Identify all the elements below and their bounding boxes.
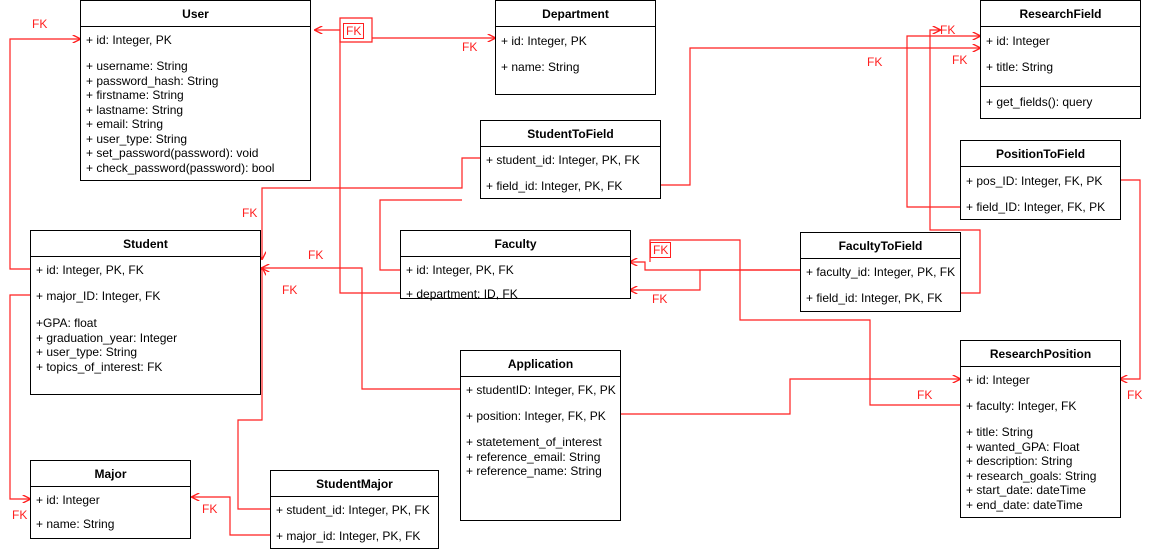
entity-student-to-field[interactable]: StudentToField + student_id: Integer, PK… [480,120,661,199]
field-row: +GPA: float [36,316,97,330]
entity-user[interactable]: User + id: Integer, PK + username: Strin… [80,0,311,181]
field-row: + graduation_year: Integer [36,330,178,345]
field-row: + studentID: Integer, FK, PK [466,383,616,397]
field-row: + id: Integer, PK [86,33,172,47]
fk-label: FK [867,55,883,69]
field-row: + end_date: dateTime [966,497,1083,512]
fk-label: FK [952,53,968,67]
field-row: + username: String [86,59,188,73]
field-row: + lastname: String [86,102,184,117]
rel-student-major [9,294,30,499]
field-row: + id: Integer, PK [501,34,587,48]
fk-label: FK [650,242,672,258]
field-row: + email: String [86,117,164,131]
field-row: + major_id: Integer, PK, FK [276,529,421,543]
entity-title: User [81,1,310,27]
entity-title: Department [496,1,655,27]
field-row: + statetement_of_interest [466,435,602,449]
field-row: + field_id: Integer, PK, FK [806,291,943,305]
fk-label: FK [940,23,956,37]
entity-fields: + id: Integer, PK + username: String + p… [81,27,310,182]
entity-major[interactable]: Major + id: Integer + name: String [30,460,191,539]
field-row: + research_goals: String [966,468,1097,483]
field-row: + start_date: dateTime [966,483,1086,497]
field-row: + student_id: Integer, PK, FK [276,503,430,517]
entity-title: Application [461,351,620,377]
field-row: + user_type: String [36,345,138,359]
entity-student[interactable]: Student + id: Integer, PK, FK + major_ID… [30,230,261,395]
field-row: + name: String [36,517,115,531]
fk-label: FK [308,248,324,262]
field-row: + department: ID, FK [406,287,518,301]
entity-research-field[interactable]: ResearchField + id: Integer + title: Str… [980,0,1141,119]
field-row: + title: String [966,425,1034,439]
entity-research-position[interactable]: ResearchPosition + id: Integer + faculty… [960,340,1121,518]
rel-ftf-faculty-2 [630,269,800,290]
field-row: + faculty_id: Integer, PK, FK [806,265,956,279]
fk-label: FK [282,283,298,297]
field-row: + field_ID: Integer, FK, PK [966,200,1106,214]
field-row: + pos_ID: Integer, FK, PK [966,174,1103,188]
rel-faculty-user-line [315,30,400,294]
entity-title: FacultyToField [801,233,960,259]
rel-ptf-position [1120,179,1141,379]
entity-department[interactable]: Department + id: Integer, PK + name: Str… [495,0,656,95]
fk-label: FK [917,388,933,402]
entity-title: ResearchPosition [961,341,1120,367]
entity-title: StudentMajor [271,471,438,497]
field-row: + id: Integer [966,373,1030,387]
field-row: + reference_name: String [466,464,602,478]
field-row: + description: String [966,454,1073,468]
entity-title: Faculty [401,231,630,257]
entity-title: StudentToField [481,121,660,147]
method-row: + get_fields(): query [986,95,1093,109]
fk-label: FK [462,40,478,54]
fk-label: FK [343,23,365,39]
entity-student-major[interactable]: StudentMajor + student_id: Integer, PK, … [270,470,439,549]
field-row: + student_id: Integer, PK, FK [486,153,640,167]
fk-label: FK [202,502,218,516]
field-row: + password_hash: String [86,73,219,88]
field-row: + firstname: String [86,88,184,102]
field-row: + id: Integer [986,34,1050,48]
field-row: + set_password(password): void [86,146,259,160]
entity-title: Major [31,461,190,487]
fk-label: FK [32,17,48,31]
field-row: + wanted_GPA: Float [966,439,1080,454]
entity-faculty-to-field[interactable]: FacultyToField + faculty_id: Integer, PK… [800,232,961,312]
entity-title: Student [31,231,260,257]
field-row: + reference_email: String [466,449,601,464]
field-row: + user_type: String [86,131,188,146]
field-row: + position: Integer, FK, PK [466,409,606,423]
field-row: + check_password(password): bool [86,160,275,175]
entity-title: PositionToField [961,141,1120,167]
fk-label: FK [242,206,258,220]
field-row: + field_id: Integer, PK, FK [486,179,623,193]
fk-label: FK [652,292,668,306]
rel-app-position [620,379,960,415]
field-row: + name: String [501,60,580,74]
entity-application[interactable]: Application + studentID: Integer, FK, PK… [460,350,621,521]
field-row: + id: Integer [36,493,100,507]
field-row: + id: Integer, PK, FK [406,263,514,277]
rel-stf-field [660,48,980,186]
entity-position-to-field[interactable]: PositionToField + pos_ID: Integer, FK, P… [960,140,1121,220]
field-row: + faculty: Integer, FK [966,399,1077,413]
field-row: + topics_of_interest: FK [36,359,163,374]
field-row: + id: Integer, PK, FK [36,263,144,277]
field-row: + major_ID: Integer, FK [36,289,161,303]
entity-faculty[interactable]: Faculty + id: Integer, PK, FK + departme… [400,230,631,301]
entity-title: ResearchField [981,1,1140,27]
methods-section: + get_fields(): query [981,86,1140,120]
fk-label: FK [1127,388,1143,402]
fk-label: FK [12,508,28,522]
rel-ftf-faculty [630,262,800,271]
field-row: + title: String [986,60,1054,74]
